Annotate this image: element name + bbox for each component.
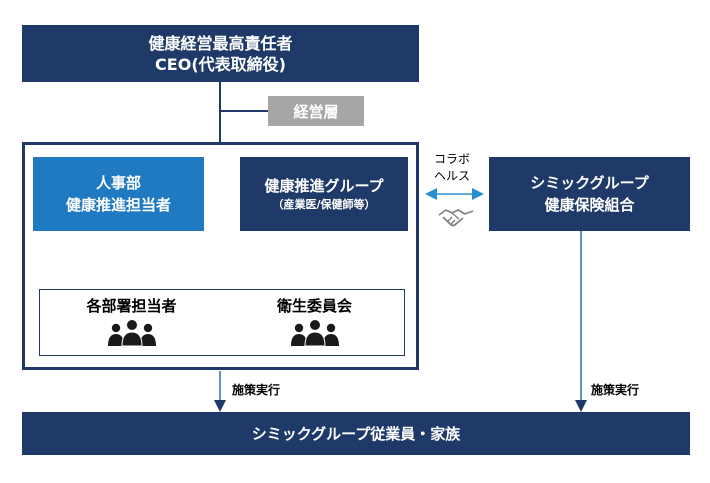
hr-subtitle: 健康推進担当者 <box>65 196 171 214</box>
departments-group: 各部署担当者 <box>40 290 223 355</box>
insurance-title: シミックグループ <box>530 174 649 192</box>
collab-label-line2: ヘルス <box>434 169 471 183</box>
departments-label: 各部署担当者 <box>86 297 177 315</box>
action-right-label: 施策実行 <box>591 383 640 397</box>
health-promotion-group-box: 健康推進グループ （産業医/保健師等） <box>240 157 408 231</box>
ceo-subtitle: CEO(代表取締役) <box>155 54 286 74</box>
health-group-subtitle: （産業医/保健師等） <box>272 198 376 211</box>
collab-label-line1: コラボ <box>434 152 471 166</box>
committee-label: 衛生委員会 <box>276 297 352 315</box>
people-group-icon <box>107 320 156 346</box>
committee-group: 衛生委員会 <box>223 290 406 355</box>
handshake-icon <box>438 209 474 227</box>
health-insurance-box: シミックグループ 健康保険組合 <box>489 157 690 231</box>
ceo-title: 健康経営最高責任者 <box>148 33 293 53</box>
collab-label: コラボ ヘルス <box>434 151 470 185</box>
employees-box: シミックグループ従業員・家族 <box>22 412 690 455</box>
departments-committee-box: 各部署担当者 衛生委員会 <box>39 289 405 356</box>
insurance-subtitle: 健康保険組合 <box>544 196 635 214</box>
hr-department-box: 人事部 健康推進担当者 <box>33 157 204 231</box>
action-left-label: 施策実行 <box>232 383 281 397</box>
people-group-icon <box>290 320 339 346</box>
ceo-box: 健康経営最高責任者 CEO(代表取締役) <box>22 25 419 82</box>
health-group-title: 健康推進グループ <box>264 177 384 195</box>
employees-label: シミックグループ従業員・家族 <box>251 425 461 443</box>
hr-title: 人事部 <box>95 174 141 192</box>
management-label: 経営層 <box>268 96 364 126</box>
management-label-text: 経営層 <box>293 102 339 121</box>
